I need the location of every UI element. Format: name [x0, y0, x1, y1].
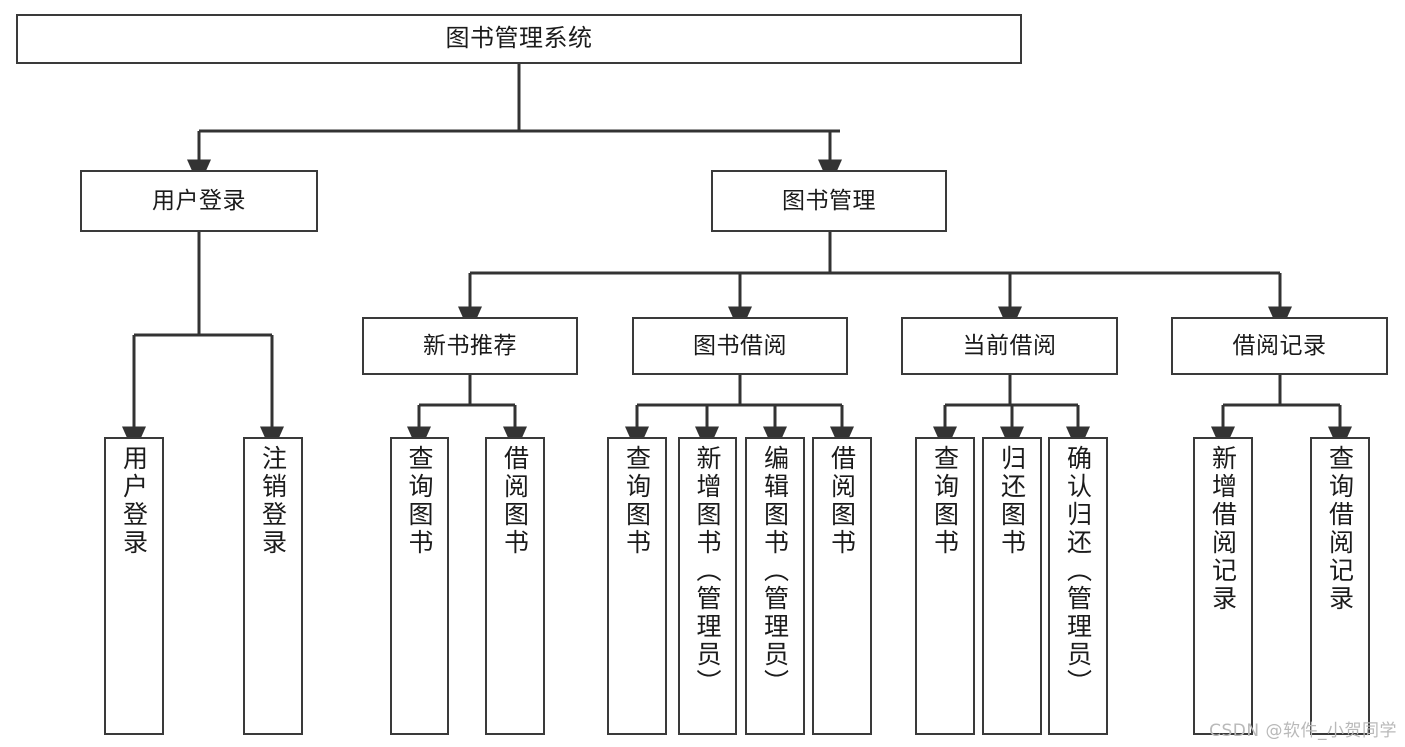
- leaf-user-login-logout[interactable]: 注销登录: [243, 437, 303, 735]
- node-label: 用户登录: [119, 445, 149, 557]
- node-borrow-record[interactable]: 借阅记录: [1171, 317, 1388, 375]
- node-new-book-recommendation[interactable]: 新书推荐: [362, 317, 578, 375]
- node-root-library-system[interactable]: 图书管理系统: [16, 14, 1022, 64]
- node-label: 借阅图书: [827, 445, 857, 557]
- leaf-current-borrow-confirm-return[interactable]: 确认归还（管理员）: [1048, 437, 1108, 735]
- node-label: 图书管理: [782, 187, 876, 214]
- node-book-borrow[interactable]: 图书借阅: [632, 317, 848, 375]
- node-label: 查询图书: [622, 445, 652, 557]
- node-label: 归还图书: [997, 445, 1027, 557]
- node-label: 查询图书: [405, 445, 434, 557]
- leaf-new-book-query[interactable]: 查询图书: [390, 437, 449, 735]
- leaf-book-borrow-edit[interactable]: 编辑图书（管理员）: [745, 437, 805, 735]
- node-user-login[interactable]: 用户登录: [80, 170, 318, 232]
- leaf-user-login-login[interactable]: 用户登录: [104, 437, 164, 735]
- leaf-borrow-record-query[interactable]: 查询借阅记录: [1310, 437, 1370, 735]
- node-label: 图书管理系统: [445, 24, 593, 53]
- node-label: 借阅记录: [1232, 332, 1327, 359]
- leaf-current-borrow-return[interactable]: 归还图书: [982, 437, 1042, 735]
- node-label: 图书借阅: [693, 332, 787, 359]
- node-label: 新书推荐: [423, 332, 517, 359]
- leaf-book-borrow-add[interactable]: 新增图书（管理员）: [678, 437, 737, 735]
- node-label: 用户登录: [152, 187, 246, 214]
- node-label: 查询借阅记录: [1325, 445, 1355, 613]
- node-label: 注销登录: [258, 445, 288, 557]
- node-label: 借阅图书: [500, 445, 530, 557]
- leaf-book-borrow-query[interactable]: 查询图书: [607, 437, 667, 735]
- node-current-borrow[interactable]: 当前借阅: [901, 317, 1118, 375]
- leaf-borrow-record-add[interactable]: 新增借阅记录: [1193, 437, 1253, 735]
- leaf-new-book-borrow[interactable]: 借阅图书: [485, 437, 545, 735]
- node-book-management[interactable]: 图书管理: [711, 170, 947, 232]
- leaf-current-borrow-query[interactable]: 查询图书: [915, 437, 975, 735]
- node-label: 新增图书（管理员）: [693, 445, 722, 697]
- watermark: CSDN @软件_小贺同学: [1209, 721, 1397, 741]
- node-label: 新增借阅记录: [1208, 445, 1238, 613]
- leaf-book-borrow-borrow[interactable]: 借阅图书: [812, 437, 872, 735]
- node-label: 查询图书: [930, 445, 960, 557]
- node-label: 编辑图书（管理员）: [760, 445, 790, 697]
- node-label: 确认归还（管理员）: [1063, 445, 1093, 697]
- node-label: 当前借阅: [962, 332, 1057, 359]
